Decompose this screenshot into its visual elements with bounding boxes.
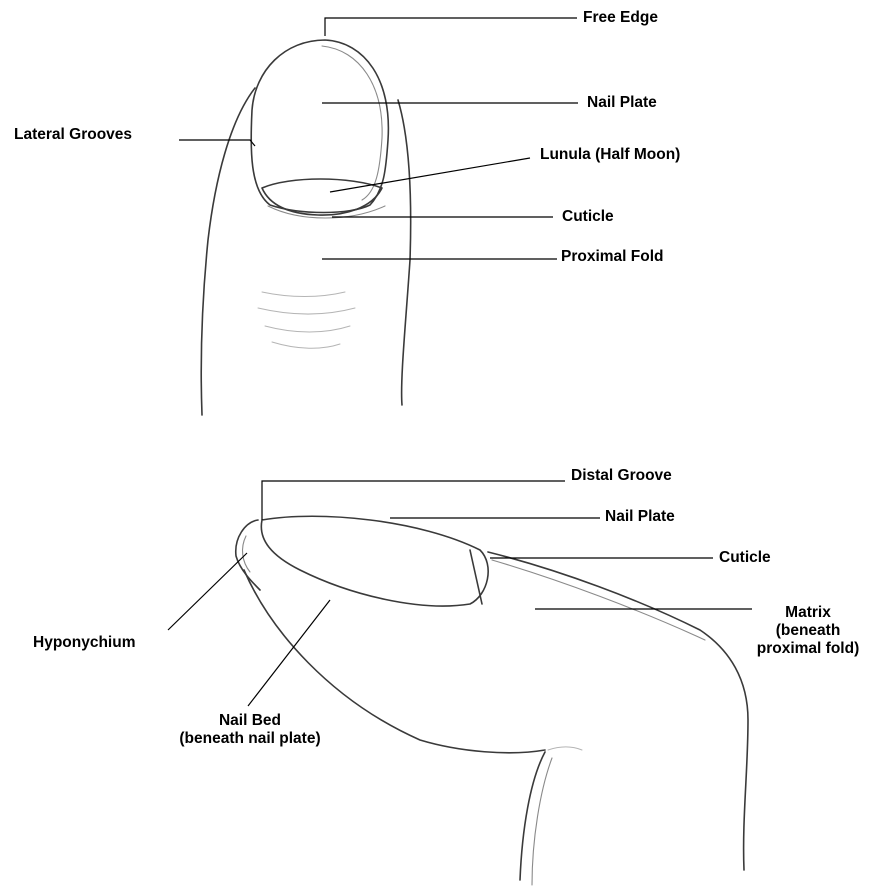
label-proximal-fold: Proximal Fold — [561, 248, 664, 266]
leader-hyponychium — [168, 553, 247, 630]
leader-distal-groove — [262, 481, 565, 520]
knuckle-wrinkle-3 — [265, 326, 350, 332]
label-nail-bed: Nail Bed (beneath nail plate) — [150, 712, 350, 748]
leader-nail-bed — [248, 600, 330, 706]
label-matrix-line3: proximal fold) — [748, 640, 868, 658]
finger-top-back-shading — [492, 560, 705, 640]
label-matrix-line2: (beneath — [748, 622, 868, 640]
knuckle-wrinkle-1 — [262, 292, 345, 297]
label-hyponychium: Hyponychium — [33, 634, 135, 652]
finger-top-view — [201, 40, 410, 415]
side-cuticle-edge — [470, 550, 482, 604]
label-cuticle-side: Cuticle — [719, 549, 771, 567]
label-free-edge: Free Edge — [583, 9, 658, 27]
label-matrix: Matrix (beneath proximal fold) — [748, 604, 868, 658]
side-nail-plate-outline — [261, 516, 488, 606]
label-lateral-grooves: Lateral Grooves — [14, 126, 132, 144]
label-nail-bed-line2: (beneath nail plate) — [150, 730, 350, 748]
label-nail-plate-top: Nail Plate — [587, 94, 657, 112]
label-matrix-line1: Matrix — [748, 604, 868, 622]
label-lunula: Lunula (Half Moon) — [540, 146, 680, 164]
finger-right-edge — [398, 100, 411, 405]
leader-free-edge — [325, 18, 577, 36]
leader-lunula — [330, 158, 530, 192]
label-nail-bed-line1: Nail Bed — [150, 712, 350, 730]
finger-left-edge — [201, 88, 255, 415]
label-nail-plate-side: Nail Plate — [605, 508, 675, 526]
leader-lines-top — [179, 18, 578, 259]
label-distal-groove: Distal Groove — [571, 467, 672, 485]
finger-top-back — [488, 552, 748, 870]
label-cuticle-top: Cuticle — [562, 208, 614, 226]
lunula-outline — [262, 179, 382, 215]
knuckle-wrinkle-2 — [258, 308, 355, 314]
nail-plate-outline — [251, 40, 388, 213]
knuckle-crease — [548, 747, 582, 750]
finger-side-view — [236, 516, 748, 885]
leader-lateral-grooves — [179, 140, 255, 146]
knuckle-wrinkle-4 — [272, 342, 340, 348]
